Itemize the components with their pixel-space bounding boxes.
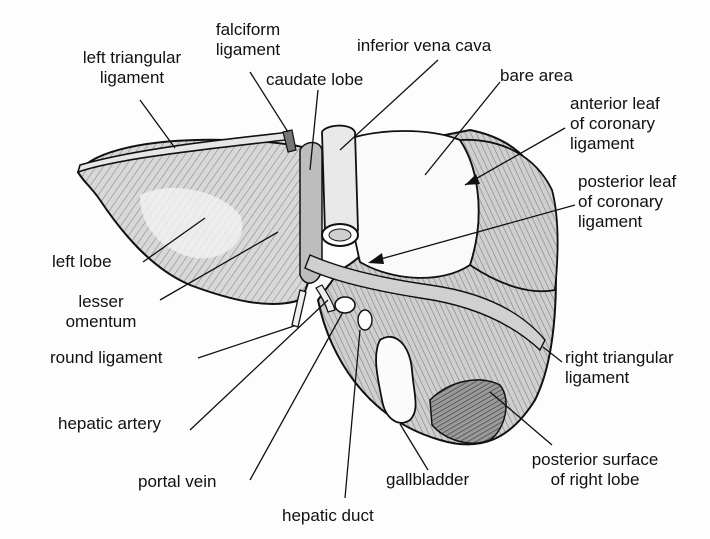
- hepatic-duct-shape: [358, 310, 372, 330]
- label-right-triangular-ligament: right triangular ligament: [565, 348, 674, 388]
- label-lesser-omentum: lesser omentum: [56, 292, 146, 332]
- label-anterior-leaf: anterior leaf of coronary ligament: [570, 94, 660, 154]
- label-falciform-ligament: falciform ligament: [198, 20, 298, 60]
- label-bare-area: bare area: [500, 66, 573, 86]
- leader-portal-vein: [250, 312, 343, 480]
- label-portal-vein: portal vein: [138, 472, 216, 492]
- leader-round-ligament: [198, 326, 294, 358]
- label-hepatic-artery: hepatic artery: [58, 414, 161, 434]
- label-posterior-leaf: posterior leaf of coronary ligament: [578, 172, 676, 232]
- leader-hepatic-artery: [190, 300, 328, 430]
- label-gallbladder: gallbladder: [386, 470, 469, 490]
- label-hepatic-duct: hepatic duct: [282, 506, 374, 526]
- label-posterior-surface: posterior surface of right lobe: [505, 450, 685, 490]
- bare-area-shape: [345, 131, 479, 278]
- inferior-vena-cava-shape: [322, 126, 358, 240]
- label-left-lobe: left lobe: [52, 252, 112, 272]
- label-inferior-vena-cava: inferior vena cava: [357, 36, 491, 56]
- label-caudate-lobe: caudate lobe: [266, 70, 363, 90]
- portal-vein-shape: [335, 297, 355, 313]
- label-round-ligament: round ligament: [50, 348, 162, 368]
- leader-left-triangular: [140, 100, 175, 148]
- label-left-triangular-ligament: left triangular ligament: [52, 48, 212, 88]
